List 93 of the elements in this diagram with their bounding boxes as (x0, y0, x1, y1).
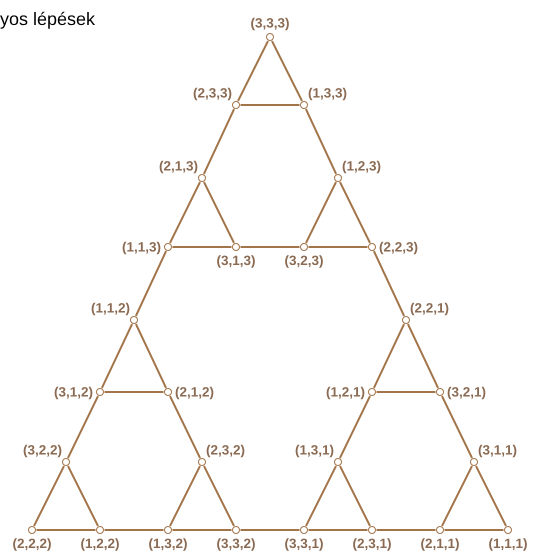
vertex-label: (1,2,1) (326, 385, 365, 399)
vertex-dot (28, 526, 36, 534)
vertex-dot (130, 316, 138, 324)
vertex-label: (1,3,1) (294, 444, 334, 457)
edge-line (67, 396, 99, 458)
edge-line (135, 250, 167, 316)
vertex-label: (1,3,3) (308, 86, 348, 100)
vertex-dot (368, 526, 376, 534)
edge-line (67, 466, 99, 526)
vertex-dot (232, 100, 240, 108)
edge-line (172, 529, 232, 531)
vertex-label: (3,1,1) (478, 444, 518, 457)
edge-line (308, 246, 368, 248)
vertex-dot (164, 388, 172, 396)
vertex-dot (470, 458, 478, 466)
edge-line (376, 529, 436, 531)
vertex-label: (3,2,2) (22, 444, 62, 457)
edge-line (169, 182, 201, 244)
edge-line (339, 182, 371, 244)
vertex-dot (62, 458, 70, 466)
vertex-dot (300, 526, 308, 534)
vertex-label: (2,3,2) (206, 444, 246, 457)
vertex-label: (3,2,1) (447, 385, 486, 399)
edge-line (373, 250, 405, 316)
vertex-label: (2,3,3) (192, 86, 232, 100)
vertex-label: (1,2,2) (80, 537, 120, 550)
vertex-label: (2,3,1) (352, 537, 392, 550)
vertex-dot (334, 458, 342, 466)
vertex-label: (2,2,1) (410, 302, 450, 315)
vertex-dot (232, 242, 240, 250)
vertex-label: (1,1,2) (90, 302, 130, 315)
vertex-label: (3,3,2) (216, 537, 256, 550)
edge-line (36, 529, 96, 531)
vertex-dot (164, 242, 172, 250)
vertex-label: (1,3,2) (148, 537, 188, 550)
edge-line (203, 182, 235, 244)
vertex-label: (2,1,1) (420, 537, 460, 550)
vertex-label: (2,2,3) (379, 240, 418, 254)
edge-line (104, 529, 164, 531)
edge-line (203, 108, 235, 174)
edge-line (240, 104, 300, 106)
vertex-label: (3,2,3) (284, 254, 324, 268)
vertex-label: (3,1,2) (54, 385, 93, 399)
edge-line (339, 396, 371, 458)
vertex-dot (368, 242, 376, 250)
vertex-dot (436, 388, 444, 396)
edge-line (339, 466, 371, 526)
vertex-dot (436, 526, 444, 534)
edge-line (172, 246, 232, 248)
vertex-label: (3,3,3) (250, 16, 290, 30)
edge-line (271, 40, 303, 102)
vertex-dot (504, 526, 512, 534)
edge-line (169, 396, 201, 458)
edge-line (305, 108, 337, 174)
edge-line (101, 324, 133, 388)
vertex-label: (2,1,2) (175, 385, 214, 399)
vertex-dot (198, 174, 206, 182)
vertex-dot (96, 388, 104, 396)
vertex-label: (1,2,3) (342, 160, 382, 173)
edge-line (308, 529, 368, 531)
vertex-dot (300, 100, 308, 108)
edge-line (240, 529, 300, 531)
edge-line (33, 466, 65, 526)
edge-line (305, 182, 337, 244)
edge-line (441, 396, 473, 458)
vertex-dot (368, 388, 376, 396)
edge-line (240, 246, 300, 248)
heading-text: yos lépések (0, 10, 96, 30)
vertex-label: (2,2,2) (12, 537, 52, 550)
edge-line (407, 324, 439, 388)
edge-line (376, 391, 436, 393)
edge-line (203, 466, 235, 526)
vertex-dot (96, 526, 104, 534)
vertex-dot (232, 526, 240, 534)
edge-line (441, 466, 473, 526)
vertex-label: (3,1,3) (216, 254, 256, 268)
vertex-dot (164, 526, 172, 534)
vertex-label: (1,1,3) (122, 240, 161, 254)
edge-line (475, 466, 507, 526)
vertex-label: (2,1,3) (158, 160, 198, 173)
vertex-label: (1,1,1) (488, 537, 528, 550)
vertex-dot (402, 316, 410, 324)
vertex-label: (3,3,1) (284, 537, 324, 550)
edge-line (135, 324, 167, 388)
edge-line (237, 40, 269, 102)
edge-line (444, 529, 504, 531)
edge-line (373, 324, 405, 388)
edge-line (305, 466, 337, 526)
edge-line (104, 391, 164, 393)
vertex-dot (300, 242, 308, 250)
vertex-dot (266, 32, 274, 40)
vertex-dot (198, 458, 206, 466)
vertex-dot (334, 174, 342, 182)
